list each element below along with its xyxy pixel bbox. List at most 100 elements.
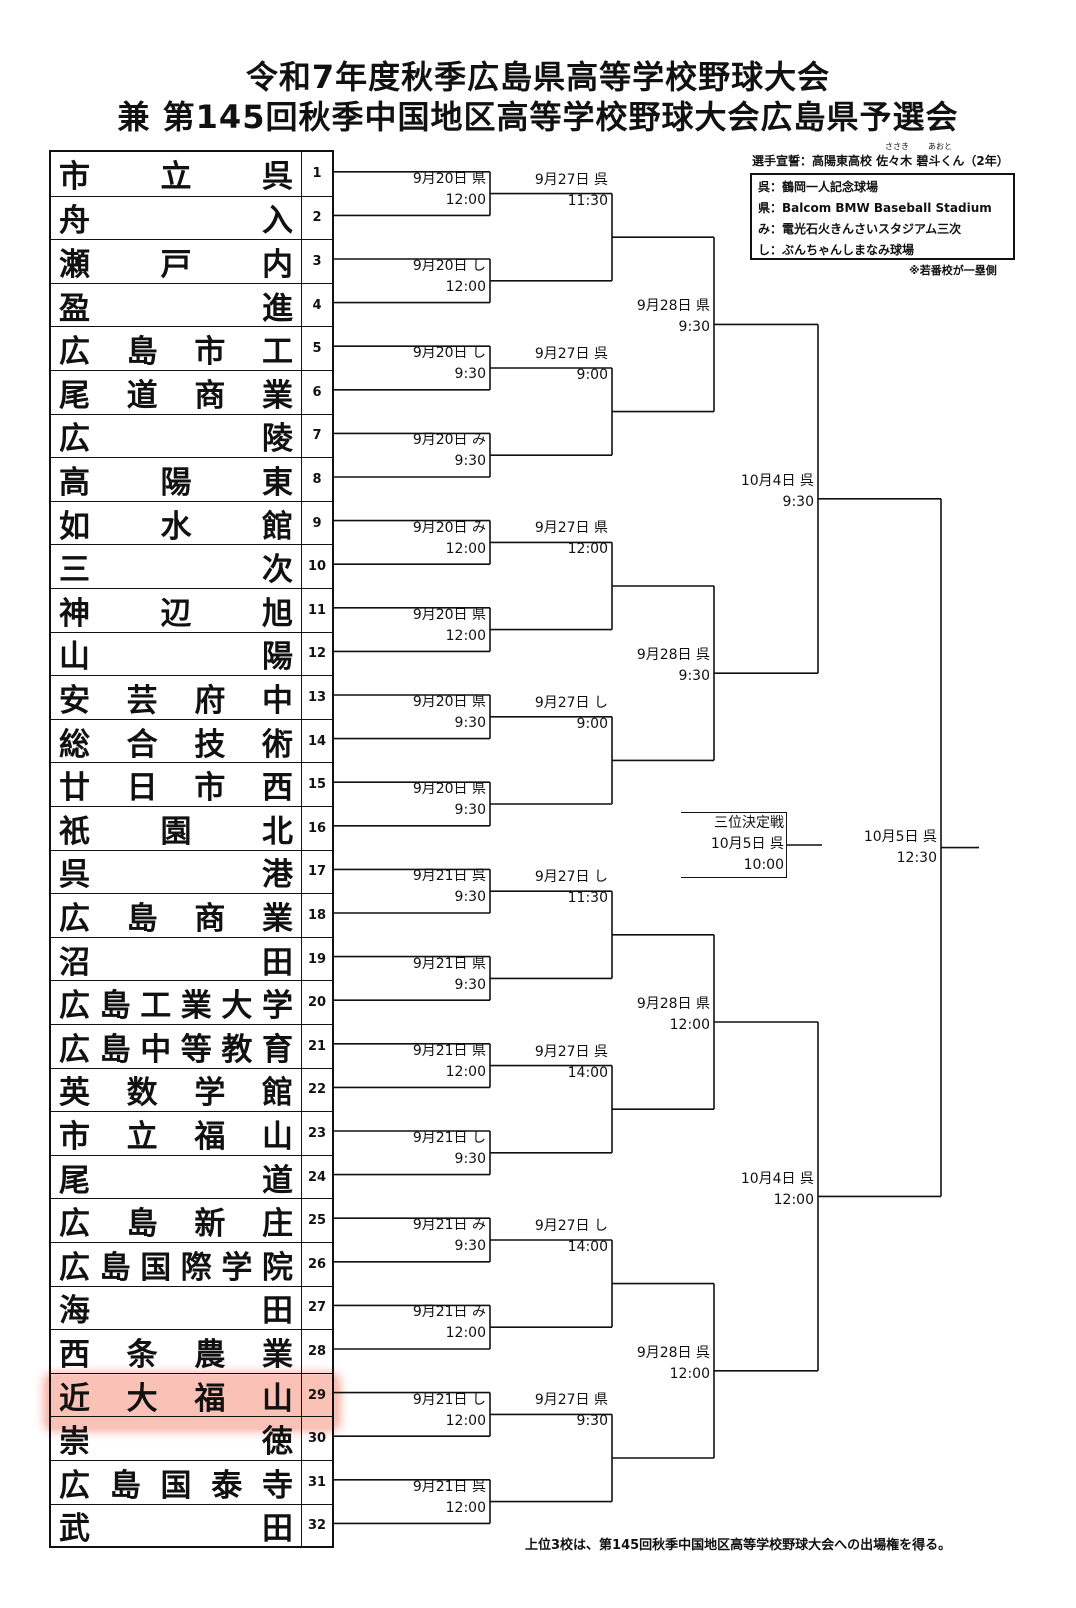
team-number: 16: [301, 807, 332, 850]
legend-item: 県：Balcom BMW Baseball Stadium: [758, 201, 992, 215]
match-date: 9月21日 み: [412, 1304, 486, 1321]
team-name-char: 広: [59, 900, 90, 937]
team-name-char: 呉: [262, 159, 293, 196]
team-name-char: 庄: [261, 1206, 293, 1243]
team-name: 盈進: [51, 284, 301, 327]
team-number: 25: [301, 1199, 332, 1242]
team-name: 武田: [51, 1505, 301, 1547]
team-name-char: 北: [262, 813, 293, 850]
team-name-char: 辺: [160, 595, 192, 632]
match-time: 11:30: [567, 192, 608, 209]
round1-match-label: 9月21日 県 12:00: [346, 1041, 486, 1083]
team-name-char: 市: [194, 334, 226, 371]
team-name-char: 館: [261, 1075, 293, 1112]
team-name-char: 業: [261, 1336, 293, 1373]
match-time: 12:00: [669, 1016, 710, 1033]
team-name: 広島商業: [51, 894, 301, 937]
team-number: 22: [301, 1068, 332, 1112]
team-name: 神辺旭: [51, 589, 301, 632]
match-time: 9:30: [454, 453, 486, 470]
team-name-char: 呉: [59, 857, 90, 894]
match-date: 9月21日 呉: [412, 1478, 486, 1495]
team-name-char: 広: [59, 334, 90, 371]
team-name-char: 学: [221, 1249, 253, 1286]
team-number: 12: [301, 632, 332, 676]
match-date: 9月27日 し: [534, 869, 608, 886]
match-date: 9月20日 県: [412, 170, 486, 187]
team-number: 18: [301, 894, 332, 937]
team-name-char: 英: [59, 1075, 90, 1112]
team-name-char: 如: [59, 508, 90, 545]
team-name-char: 山: [59, 639, 90, 676]
team-name: 尾道商業: [51, 371, 301, 414]
team-name: 海田: [51, 1287, 301, 1329]
team-name: 廿日市西: [51, 763, 301, 806]
match-time: 12:00: [445, 627, 486, 644]
team-name-char: 農: [194, 1336, 226, 1373]
team-name-char: 山: [261, 1380, 293, 1417]
team-name: 広島中等教育: [51, 1025, 301, 1068]
match-time: 9:00: [576, 715, 608, 732]
team-name-char: 島: [126, 900, 158, 937]
team-name-char: 島: [99, 1031, 131, 1068]
round1-match-label: 9月21日 み 9:30: [346, 1215, 486, 1257]
team-name: 崇徳: [51, 1417, 301, 1460]
title-line-2: 兼 第145回秋季中国地区高等学校野球大会広島県予選会: [117, 98, 959, 136]
team-name-char: 新: [194, 1206, 226, 1243]
team-name: 高陽東: [51, 458, 301, 501]
team-name: 広島新庄: [51, 1199, 301, 1242]
match-time: 9:30: [454, 1238, 486, 1255]
match-date: 9月21日 み: [412, 1217, 486, 1234]
legend-item: 呉：鶴岡一人記念球場: [758, 180, 879, 194]
team-number: 8: [301, 458, 332, 501]
team-name-char: 広: [59, 1249, 90, 1286]
match-date: 9月27日 し: [534, 1218, 608, 1234]
match-date: 9月28日 県: [636, 298, 710, 315]
match-time: 12:00: [445, 1063, 486, 1080]
team-name-char: 広: [59, 1206, 90, 1243]
match-time: 14:00: [567, 1064, 608, 1081]
match-date: 9月28日 呉: [636, 647, 710, 663]
team-name-char: 祇: [59, 813, 90, 850]
match-time: 9:30: [454, 976, 486, 993]
match-time: 14:00: [567, 1239, 608, 1255]
team-name-char: 国: [160, 1467, 192, 1504]
team-number: 5: [301, 327, 332, 370]
team-name-char: 入: [262, 203, 293, 240]
match-time: 9:30: [454, 715, 486, 731]
team-name-char: 際: [180, 1249, 212, 1286]
match-date: 9月20日 し: [412, 345, 486, 362]
team-name-char: 進: [262, 290, 293, 327]
team-number: 11: [301, 589, 332, 632]
match-date: 9月21日 県: [412, 1042, 486, 1059]
team-name-char: 旭: [262, 595, 293, 632]
team-name-char: 山: [261, 1118, 293, 1155]
team-number: 26: [301, 1243, 332, 1286]
team-name-char: 館: [262, 508, 293, 545]
team-name-char: 芸: [126, 682, 158, 719]
team-name-char: 崇: [59, 1424, 90, 1461]
team-name-char: 業: [261, 900, 293, 937]
match-time: 12:00: [445, 1325, 486, 1342]
